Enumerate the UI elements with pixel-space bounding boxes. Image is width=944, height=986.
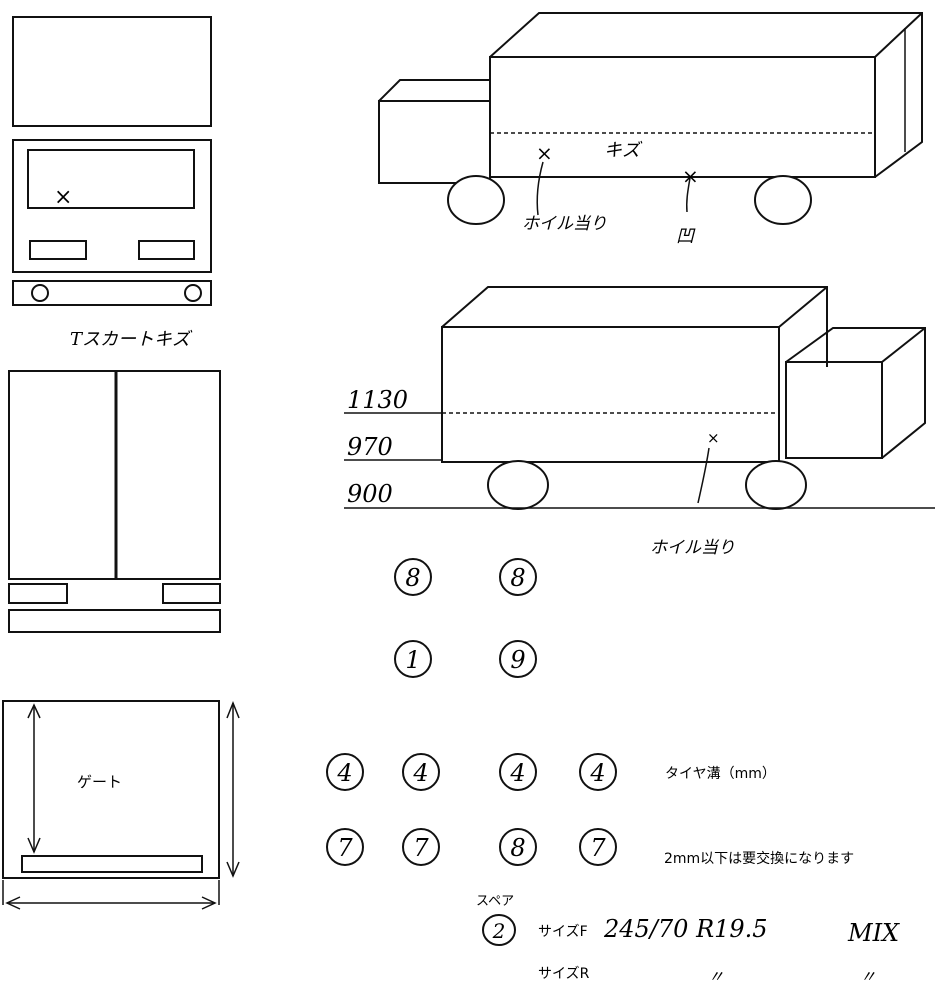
upper-mark-1: × xyxy=(536,141,553,165)
upper-wheel-note: ホイル当り xyxy=(522,214,607,234)
height-1130: 1130 xyxy=(347,386,408,414)
gate-label: ゲート xyxy=(77,773,122,791)
tire-rear2-3: 8 xyxy=(510,834,525,862)
tire-rear1-1: 4 xyxy=(336,759,352,787)
lower-cab xyxy=(785,361,883,459)
rear-light-left xyxy=(8,583,68,604)
replace-note: 2mm以下は要交換になります xyxy=(664,850,854,867)
tire-rear1-4: 4 xyxy=(589,759,605,787)
side-view-upper xyxy=(378,12,923,225)
lower-mark: × xyxy=(707,429,720,447)
front-headlight-left xyxy=(29,240,87,260)
tire-front-right-outer: 8 xyxy=(510,564,525,592)
tire-grid xyxy=(326,558,617,946)
size-r-label: サイズR xyxy=(538,966,590,982)
upper-hekomi-note: 凹 xyxy=(676,226,696,247)
tire-front-left-outer: 8 xyxy=(405,564,420,592)
upper-cargo-box xyxy=(489,56,876,178)
front-cab-roof xyxy=(12,16,212,127)
upper-wheel-front xyxy=(447,175,505,225)
front-skirt-note: Tスカートキズ xyxy=(70,329,193,350)
tire-rear1-2: 4 xyxy=(412,759,428,787)
size-r-ditto-1: 〃 xyxy=(708,967,724,986)
spare-label: スペア xyxy=(476,894,514,909)
tire-spare: 2 xyxy=(492,919,506,943)
upper-wheel-rear xyxy=(754,175,812,225)
front-view xyxy=(12,16,212,306)
gate-bar xyxy=(21,855,203,873)
front-wheel-left xyxy=(31,284,49,302)
lower-wheel-front xyxy=(745,460,807,510)
tire-front-left-inner: 1 xyxy=(405,646,420,674)
front-headlight-right xyxy=(138,240,195,260)
height-970: 970 xyxy=(347,433,393,461)
rear-light-right xyxy=(162,583,221,604)
tire-rear2-2: 7 xyxy=(413,834,429,862)
size-f-value: 245/70 R19.5 xyxy=(603,915,768,943)
side-view-lower xyxy=(344,286,935,510)
front-damage-mark: × xyxy=(54,185,72,210)
tire-values: 8 8 1 9 4 4 4 4 7 7 8 7 2 xyxy=(336,564,606,943)
tire-rear2-1: 7 xyxy=(337,834,353,862)
tire-rear1-3: 4 xyxy=(509,759,525,787)
rear-view xyxy=(8,370,221,633)
lower-cargo-box xyxy=(441,326,780,463)
height-900: 900 xyxy=(347,480,393,508)
front-bumper xyxy=(12,280,212,306)
size-r-ditto-2: 〃 xyxy=(860,967,876,986)
size-f-mix: MIX xyxy=(847,919,900,947)
size-f-label: サイズF xyxy=(538,924,588,940)
upper-kizu-note: キズ xyxy=(604,140,643,161)
gate-panel xyxy=(2,700,220,879)
upper-mark-2: × xyxy=(682,164,699,188)
lower-wheel-note: ホイル当り xyxy=(650,538,735,558)
front-cab-body xyxy=(12,139,212,273)
upper-cab xyxy=(378,100,491,184)
front-wheel-right xyxy=(184,284,202,302)
lower-wheel-rear xyxy=(487,460,549,510)
tire-rear2-4: 7 xyxy=(590,834,606,862)
gate-view xyxy=(2,700,240,910)
tread-label: タイヤ溝（mm） xyxy=(665,766,776,782)
front-windshield xyxy=(27,149,195,209)
tire-front-right-inner: 9 xyxy=(510,646,525,674)
rear-bumper xyxy=(8,609,221,633)
